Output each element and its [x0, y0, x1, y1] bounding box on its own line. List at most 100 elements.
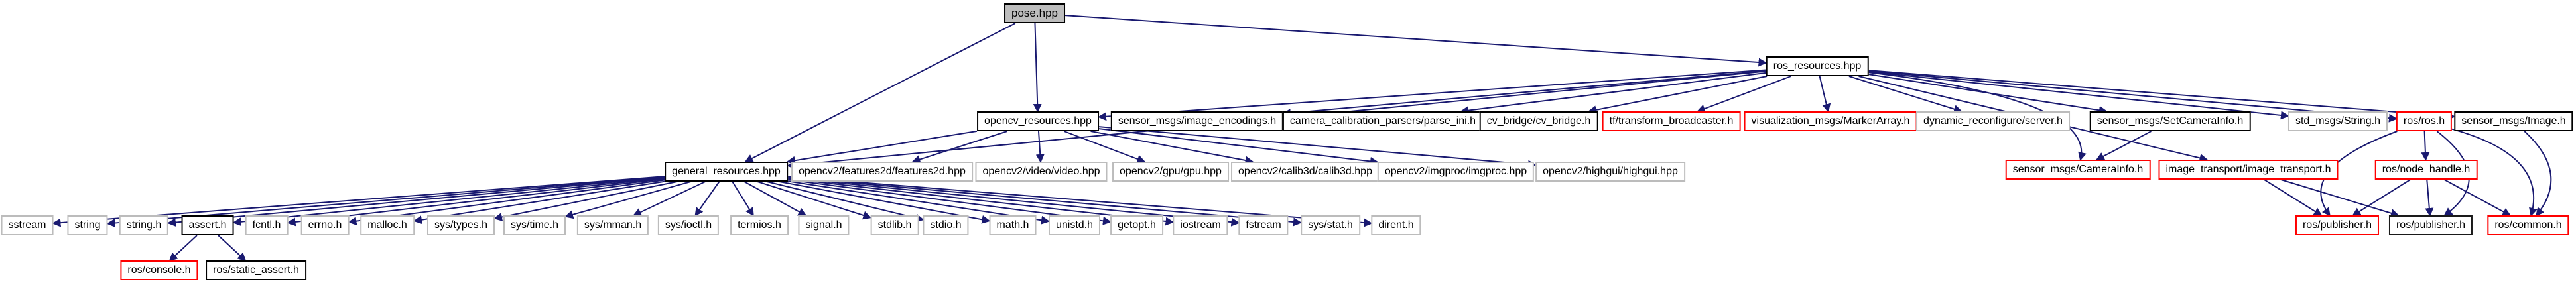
include-edge-genres-to-fstream: [787, 177, 1240, 227]
include-edge-genres-to-fcntl: [287, 178, 665, 227]
graph-node-marker[interactable]: visualization_msgs/MarkerArray.h: [1744, 111, 1917, 131]
include-edge-rosros-to-nodehandle: [2421, 131, 2430, 161]
graph-node-errno[interactable]: errno.h: [300, 215, 350, 235]
include-edge-genres-to-unistd: [787, 180, 1050, 225]
graph-node-roscommon[interactable]: ros/common.h: [2487, 215, 2569, 235]
graph-node-stdlib[interactable]: stdlib.h: [870, 215, 919, 235]
graph-node-fcntl[interactable]: fcntl.h: [245, 215, 289, 235]
graph-node-rosconsole[interactable]: ros/console.h: [120, 260, 198, 280]
include-edge-ocvres-to-video: [1035, 131, 1045, 163]
graph-node-gpu[interactable]: opencv2/gpu/gpu.hpp: [1112, 162, 1229, 182]
graph-node-nodehandle[interactable]: ros/node_handle.h: [2374, 160, 2478, 180]
include-edge-ocvres-to-genres: [786, 130, 978, 165]
include-edge-rosres-to-imgenc: [1282, 70, 1766, 117]
graph-node-stdio[interactable]: stdio.h: [923, 215, 969, 235]
include-edge-rosres-to-parseini: [1460, 72, 1766, 115]
graph-node-systime[interactable]: sys/time.h: [503, 215, 566, 235]
include-edge-genres-to-getopt: [787, 179, 1112, 225]
graph-node-sysstat[interactable]: sys/stat.h: [1301, 215, 1360, 235]
graph-node-imgtrans[interactable]: image_transport/image_transport.h: [2158, 160, 2339, 180]
graph-node-smimage[interactable]: sensor_msgs/Image.h: [2454, 111, 2573, 131]
graph-node-feat2d[interactable]: opencv2/features2d/features2d.hpp: [791, 162, 973, 182]
graph-node-rosres[interactable]: ros_resources.hpp: [1766, 56, 1869, 76]
include-edge-ocvres-to-highgui: [1098, 126, 1537, 169]
include-edge-imgtrans-to-rospub1: [2264, 179, 2323, 217]
graph-node-sysioctl[interactable]: sys/ioctl.h: [657, 215, 720, 235]
graph-node-genres[interactable]: general_resources.hpp: [665, 162, 788, 182]
graph-node-ocvres[interactable]: opencv_resources.hpp: [977, 111, 1099, 131]
graph-node-string[interactable]: string: [67, 215, 108, 235]
include-edge-ocvres-to-gpu: [1064, 131, 1146, 164]
include-edge-nodehandle-to-rospub1: [2352, 179, 2411, 217]
include-edge-genres-to-asserth: [232, 177, 665, 227]
graph-node-rospub1[interactable]: ros/publisher.h: [2295, 215, 2380, 235]
include-edge-imgtrans-to-rospub2: [2280, 179, 2400, 217]
include-edge-genres-to-systime: [564, 181, 691, 219]
graph-node-highgui[interactable]: opencv2/highgui/highgui.hpp: [1535, 162, 1685, 182]
graph-node-pose[interactable]: pose.hpp: [1004, 3, 1065, 23]
graph-node-sysmman[interactable]: sys/mman.h: [576, 215, 649, 235]
graph-node-imgproc[interactable]: opencv2/imgproc/imgproc.hpp: [1377, 162, 1535, 182]
graph-node-getopt[interactable]: getopt.h: [1110, 215, 1163, 235]
include-edge-rosres-to-tfbroad: [1696, 76, 1791, 113]
graph-node-asserth[interactable]: assert.h: [181, 215, 234, 235]
graph-node-setcam[interactable]: sensor_msgs/SetCameraInfo.h: [2089, 111, 2251, 131]
include-edge-genres-to-systypes: [493, 181, 678, 221]
include-edge-asserth-to-rosstatic: [218, 235, 247, 262]
graph-node-malloc[interactable]: malloc.h: [360, 215, 415, 235]
graph-node-fstream[interactable]: fstream: [1238, 215, 1289, 235]
include-edge-genres-to-stdlib: [757, 181, 872, 220]
include-edge-pose-to-genres: [744, 23, 1016, 162]
include-edge-genres-to-termios: [732, 181, 754, 217]
include-edge-ocvres-to-feat2d: [911, 131, 1007, 164]
include-edge-setcam-to-caminfo: [2095, 131, 2152, 160]
include-edge-genres-to-errno: [348, 179, 665, 226]
include-edge-genres-to-sysioctl: [694, 181, 720, 217]
include-edge-rosres-to-cvbridge: [1587, 76, 1768, 115]
include-edge-rosres-to-marker: [1819, 76, 1831, 113]
graph-node-systypes[interactable]: sys/types.h: [426, 215, 495, 235]
include-edge-genres-to-math: [779, 181, 991, 224]
graph-node-video[interactable]: opencv2/video/video.hpp: [975, 162, 1108, 182]
graph-node-signal[interactable]: signal.h: [798, 215, 850, 235]
graph-node-stringh[interactable]: string.h: [119, 215, 169, 235]
graph-node-cvbridge[interactable]: cv_bridge/cv_bridge.h: [1479, 111, 1598, 131]
graph-node-parseini[interactable]: camera_calibration_parsers/parse_ini.h: [1282, 111, 1484, 131]
include-edge-genres-to-malloc: [413, 180, 665, 225]
include-edge-rosres-to-dynrec: [1848, 76, 1963, 113]
graph-node-sstream[interactable]: sstream: [1, 215, 54, 235]
include-edge-genres-to-sysmman: [632, 181, 706, 217]
include-edge-rosres-to-stdstr: [1868, 71, 2289, 120]
graph-node-stdstr[interactable]: std_msgs/String.h: [2287, 111, 2388, 131]
include-edge-pose-to-ocvres: [1033, 23, 1042, 113]
graph-node-iostream[interactable]: iostream: [1173, 215, 1228, 235]
graph-node-rospub2[interactable]: ros/publisher.h: [2388, 215, 2473, 235]
include-edge-rosres-to-smimage: [1868, 70, 2456, 121]
include-edge-rosros-to-roscommon: [2451, 128, 2538, 217]
include-edge-rosres-to-caminfo: [1868, 72, 2087, 161]
graph-node-dirent[interactable]: dirent.h: [1371, 215, 1421, 235]
include-edge-rosres-to-ocvres: [1098, 69, 1766, 121]
include-edge-ocvres-to-imgproc: [1098, 128, 1379, 166]
graph-node-termios[interactable]: termios.h: [730, 215, 789, 235]
include-edge-genres-to-iostream: [787, 178, 1175, 226]
graph-node-calib3d[interactable]: opencv2/calib3d/calib3d.hpp: [1231, 162, 1380, 182]
include-edge-genres-to-signal: [743, 181, 807, 216]
include-edge-asserth-to-rosconsole: [168, 235, 198, 262]
graph-node-rosros[interactable]: ros/ros.h: [2396, 111, 2453, 131]
graph-node-tfbroad[interactable]: tf/transform_broadcaster.h: [1602, 111, 1741, 131]
include-edge-smimage-to-roscommon: [2524, 131, 2552, 217]
graph-node-dynrec[interactable]: dynamic_reconfigure/server.h: [1916, 111, 2070, 131]
include-edge-genres-to-stdio: [767, 181, 925, 223]
graph-node-caminfo[interactable]: sensor_msgs/CameraInfo.h: [2005, 160, 2151, 180]
include-edge-ocvres-to-calib3d: [1090, 131, 1254, 165]
include-edge-nodehandle-to-rospub2: [2425, 179, 2434, 217]
include-edge-nodehandle-to-roscommon: [2444, 179, 2512, 216]
graph-node-math[interactable]: math.h: [989, 215, 1037, 235]
include-edge-rosres-to-rosros: [1868, 70, 2398, 123]
include-edge-pose-to-rosres: [1064, 15, 1768, 67]
graph-node-unistd[interactable]: unistd.h: [1048, 215, 1101, 235]
graph-node-imgenc[interactable]: sensor_msgs/image_encodings.h: [1110, 111, 1284, 131]
graph-node-rosstatic[interactable]: ros/static_assert.h: [206, 260, 306, 280]
